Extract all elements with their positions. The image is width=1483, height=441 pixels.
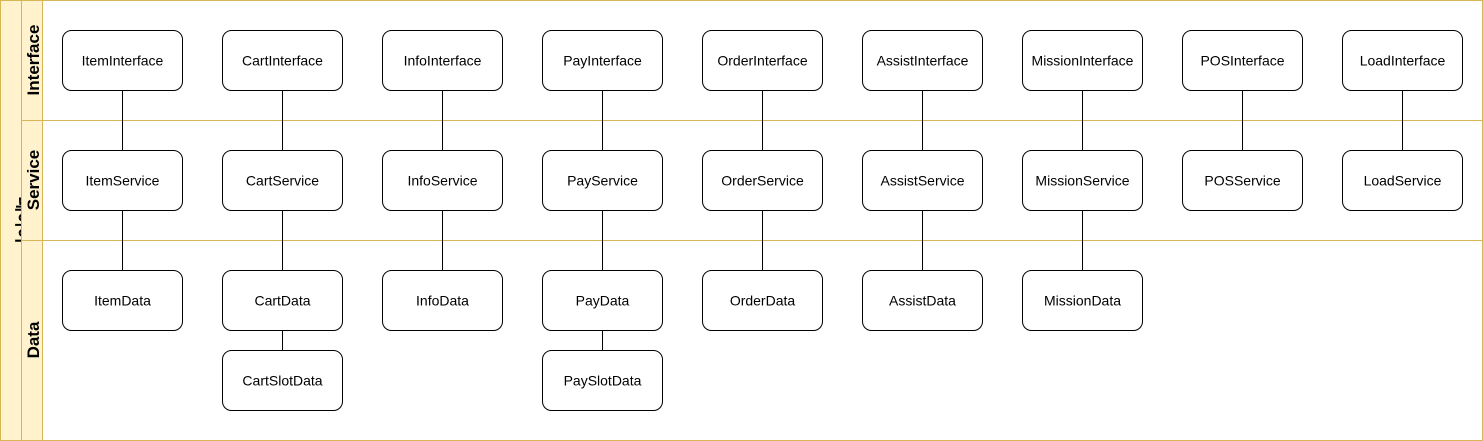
- lane-headers: Interface Service Data: [21, 0, 43, 441]
- node-label-pay-slot-data: PaySlotData: [564, 373, 642, 389]
- node-label-cart-slot-data: CartSlotData: [242, 373, 322, 389]
- node-cart-interface[interactable]: CartInterface: [222, 30, 343, 91]
- node-box-load-interface[interactable]: [1342, 30, 1463, 91]
- node-box-info-data[interactable]: [382, 270, 503, 331]
- node-order-interface[interactable]: OrderInterface: [702, 30, 823, 91]
- node-box-pos-service[interactable]: [1182, 150, 1303, 211]
- node-label-item-interface: ItemInterface: [82, 53, 164, 69]
- node-box-info-interface[interactable]: [382, 30, 503, 91]
- node-cart-slot-data[interactable]: CartSlotData: [222, 350, 343, 411]
- node-order-service[interactable]: OrderService: [702, 150, 823, 211]
- node-box-load-service[interactable]: [1342, 150, 1463, 211]
- node-label-mission-data: MissionData: [1044, 293, 1121, 309]
- node-label-pay-data: PayData: [576, 293, 630, 309]
- node-info-interface[interactable]: InfoInterface: [382, 30, 503, 91]
- node-box-mission-interface[interactable]: [1022, 30, 1143, 91]
- node-cart-service[interactable]: CartService: [222, 150, 343, 211]
- node-label-assist-data: AssistData: [889, 293, 956, 309]
- lane-label-interface: Interface: [24, 25, 43, 96]
- node-label-info-interface: InfoInterface: [404, 53, 482, 69]
- node-box-pay-data[interactable]: [542, 270, 663, 331]
- node-mission-interface[interactable]: MissionInterface: [1022, 30, 1143, 91]
- node-item-service[interactable]: ItemService: [62, 150, 183, 211]
- node-load-service[interactable]: LoadService: [1342, 150, 1463, 211]
- node-label-pay-interface: PayInterface: [563, 53, 642, 69]
- lane-label-data: Data: [24, 321, 43, 358]
- node-assist-interface[interactable]: AssistInterface: [862, 30, 983, 91]
- node-label-load-service: LoadService: [1364, 173, 1442, 189]
- node-box-pay-slot-data[interactable]: [542, 350, 663, 411]
- node-box-order-interface[interactable]: [702, 30, 823, 91]
- node-box-mission-data[interactable]: [1022, 270, 1143, 331]
- node-assist-service[interactable]: AssistService: [862, 150, 983, 211]
- node-box-assist-service[interactable]: [862, 150, 983, 211]
- node-pay-service[interactable]: PayService: [542, 150, 663, 211]
- node-box-cart-data[interactable]: [222, 270, 343, 331]
- node-box-pay-service[interactable]: [542, 150, 663, 211]
- node-label-assist-service: AssistService: [880, 173, 964, 189]
- node-label-cart-service: CartService: [246, 173, 319, 189]
- node-pos-service[interactable]: POSService: [1182, 150, 1303, 211]
- node-label-item-service: ItemService: [86, 173, 160, 189]
- node-box-order-service[interactable]: [702, 150, 823, 211]
- node-info-data[interactable]: InfoData: [382, 270, 503, 331]
- node-assist-data[interactable]: AssistData: [862, 270, 983, 331]
- edges-layer: [122, 90, 1403, 351]
- node-pay-interface[interactable]: PayInterface: [542, 30, 663, 91]
- node-label-order-service: OrderService: [721, 173, 804, 189]
- node-label-order-data: OrderData: [730, 293, 796, 309]
- node-label-order-interface: OrderInterface: [717, 53, 807, 69]
- node-label-mission-service: MissionService: [1035, 173, 1129, 189]
- node-label-item-data: ItemData: [94, 293, 151, 309]
- node-box-pos-interface[interactable]: [1182, 30, 1303, 91]
- node-pos-interface[interactable]: POSInterface: [1182, 30, 1303, 91]
- node-box-assist-data[interactable]: [862, 270, 983, 331]
- node-order-data[interactable]: OrderData: [702, 270, 823, 331]
- node-label-load-interface: LoadInterface: [1360, 53, 1446, 69]
- node-box-mission-service[interactable]: [1022, 150, 1143, 211]
- node-box-item-data[interactable]: [62, 270, 183, 331]
- node-label-cart-interface: CartInterface: [242, 53, 323, 69]
- node-mission-data[interactable]: MissionData: [1022, 270, 1143, 331]
- node-box-cart-service[interactable]: [222, 150, 343, 211]
- node-cart-data[interactable]: CartData: [222, 270, 343, 331]
- node-box-cart-interface[interactable]: [222, 30, 343, 91]
- node-box-info-service[interactable]: [382, 150, 503, 211]
- node-item-interface[interactable]: ItemInterface: [62, 30, 183, 91]
- node-item-data[interactable]: ItemData: [62, 270, 183, 331]
- node-label-mission-interface: MissionInterface: [1032, 53, 1134, 69]
- lane-label-service: Service: [24, 150, 43, 211]
- node-label-assist-interface: AssistInterface: [877, 53, 969, 69]
- node-load-interface[interactable]: LoadInterface: [1342, 30, 1463, 91]
- node-box-item-interface[interactable]: [62, 30, 183, 91]
- node-box-order-data[interactable]: [702, 270, 823, 331]
- node-box-pay-interface[interactable]: [542, 30, 663, 91]
- node-pay-data[interactable]: PayData: [542, 270, 663, 331]
- node-info-service[interactable]: InfoService: [382, 150, 503, 211]
- node-box-assist-interface[interactable]: [862, 30, 983, 91]
- node-label-cart-data: CartData: [254, 293, 310, 309]
- node-label-info-data: InfoData: [416, 293, 469, 309]
- node-label-pos-service: POSService: [1204, 173, 1280, 189]
- node-box-item-service[interactable]: [62, 150, 183, 211]
- node-label-pay-service: PayService: [567, 173, 638, 189]
- node-mission-service[interactable]: MissionService: [1022, 150, 1143, 211]
- node-label-pos-interface: POSInterface: [1200, 53, 1284, 69]
- node-pay-slot-data[interactable]: PaySlotData: [542, 350, 663, 411]
- node-label-info-service: InfoService: [407, 173, 477, 189]
- node-box-cart-slot-data[interactable]: [222, 350, 343, 411]
